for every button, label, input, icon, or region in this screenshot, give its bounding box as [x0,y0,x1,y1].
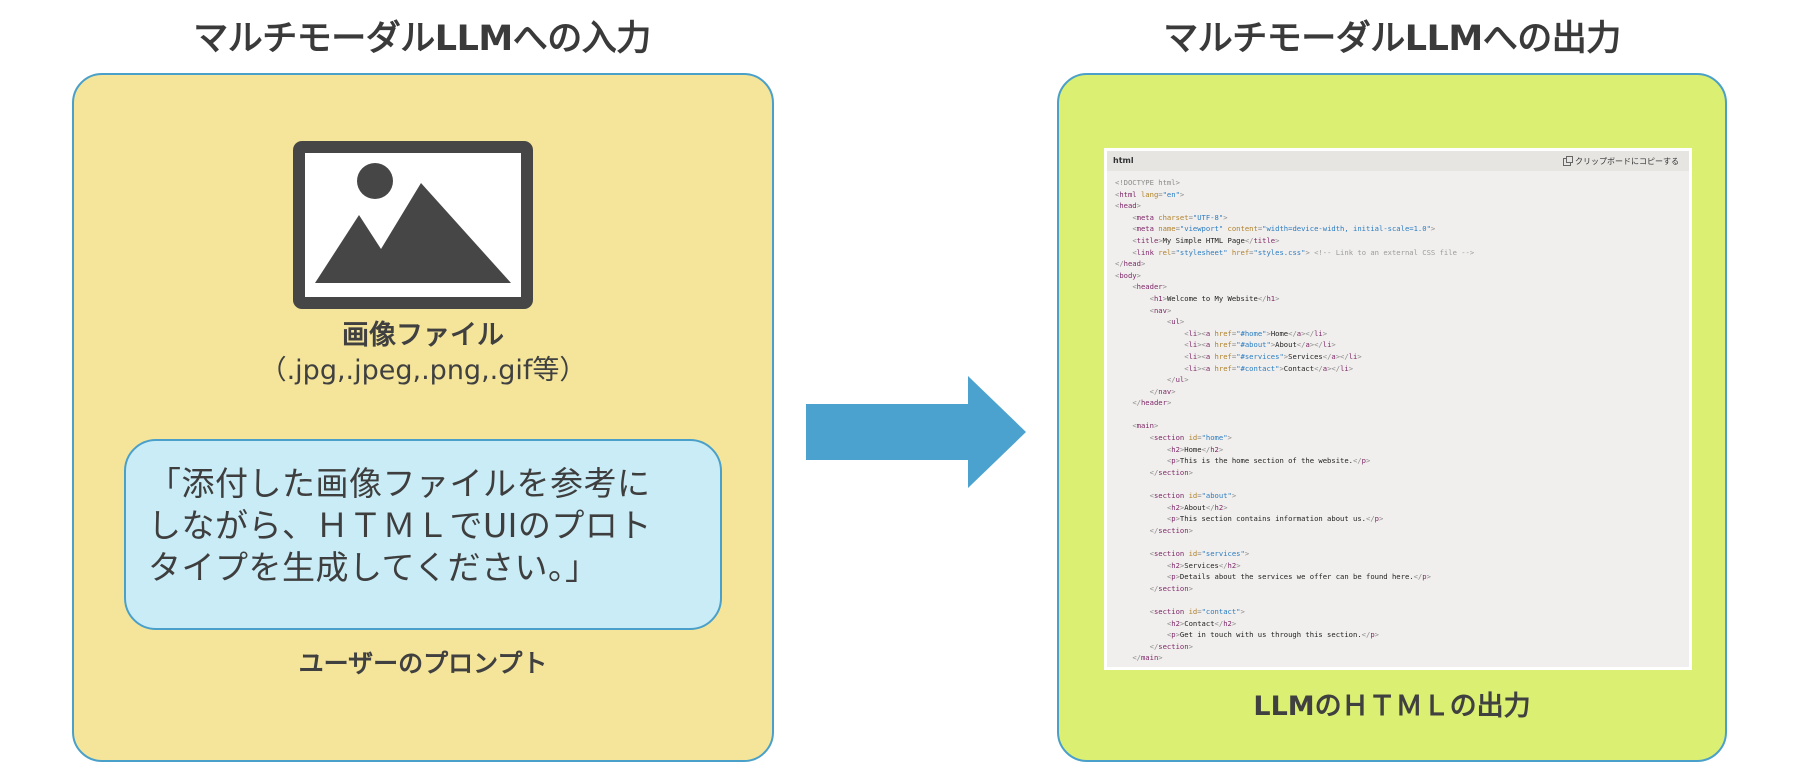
code-line: <header> [1132,282,1167,292]
code-line: <meta name="viewport" content="width=dev… [1132,224,1436,234]
image-file-types: （.jpg,.jpeg,.png,.gif等） [259,355,587,386]
code-line [1115,409,1689,421]
right-arrow-icon [806,376,1026,488]
code-line: </head> [1115,259,1146,269]
code-block: html クリップボードにコピーする <!DOCTYPE html> <html … [1104,148,1692,670]
prompt-box: 「添付した画像ファイルを参考に しながら、ＨＴＭＬでUIのプロト タイプを生成し… [124,439,722,630]
copy-button[interactable]: クリップボードにコピーする [1563,155,1679,167]
code-line [1115,594,1689,606]
output-heading: マルチモーダルLLMへの出力 [1163,19,1621,59]
code-line: <title>My Simple HTML Page</title> [1132,235,1280,245]
code-line: <h1>Welcome to My Website</h1> [1149,293,1280,303]
code-line: <head> [1115,201,1141,211]
prompt-line: 「添付した画像ファイルを参考に [148,464,651,503]
code-line: </nav> [1149,386,1176,396]
code-line: <body> [1115,270,1141,280]
code-line: <p>Get in touch with us through this sec… [1166,630,1379,640]
code-line: </section> [1149,467,1193,477]
image-icon [293,141,533,309]
prompt-line: しながら、ＨＴＭＬでUIのプロト [148,506,652,545]
code-line: <h2>Contact</h2> [1166,618,1237,628]
code-line: <section id="services"> [1149,549,1250,558]
prompt-line: タイプを生成してください。」 [148,548,599,587]
code-body: <!DOCTYPE html> <html lang="en"> <head> <m… [1107,171,1689,664]
code-line: <link rel="stylesheet" href="styles.css"… [1132,247,1475,257]
code-header: html クリップボードにコピーする [1107,151,1689,171]
code-line: <main> [1132,421,1159,431]
code-line: <li><a href="#about">About</a></li> [1184,340,1336,350]
code-line: <section id="contact"> [1149,606,1245,616]
code-line: <li><a href="#home">Home</a></li> [1184,328,1328,338]
prompt-label: ユーザーのプロンプト [298,649,548,678]
code-line: <section id="about"> [1149,491,1237,501]
code-line: <!DOCTYPE html> [1115,178,1180,187]
code-line: <html lang="en"> [1115,189,1185,199]
code-line: <h2>Services</h2> [1166,560,1241,570]
code-line: <ul> [1166,317,1185,327]
code-line: </ul> [1166,375,1189,385]
image-file-label: 画像ファイル [342,320,504,351]
code-line: <h2>About</h2> [1166,502,1228,512]
output-label: LLMのＨＴＭＬの出力 [1253,691,1531,722]
code-line: </main> [1132,653,1163,663]
input-heading: マルチモーダルLLMへの入力 [193,19,651,59]
code-line: <p>This is the home section of the websi… [1166,456,1371,466]
code-line [1115,478,1689,490]
code-line [1115,536,1689,548]
code-line: <meta charset="UTF-8"> [1132,212,1228,222]
copy-icon [1563,155,1573,166]
code-line: <p>Details about the services we offer c… [1166,572,1431,582]
code-language: html [1113,156,1134,165]
code-line: </section> [1149,641,1193,651]
code-line: </section> [1149,525,1193,535]
code-line: </section> [1149,583,1193,593]
copy-label: クリップボードにコピーする [1575,157,1679,166]
code-line: <section id="home"> [1149,433,1232,443]
code-line: </header> [1132,398,1172,408]
code-line: <p>This section contains information abo… [1166,514,1384,524]
code-line: <li><a href="#services">Services</a></li… [1184,351,1362,361]
code-line: <li><a href="#contact">Contact</a></li> [1184,363,1354,373]
code-line: <nav> [1149,305,1172,315]
code-line: <h2>Home</h2> [1166,444,1224,454]
